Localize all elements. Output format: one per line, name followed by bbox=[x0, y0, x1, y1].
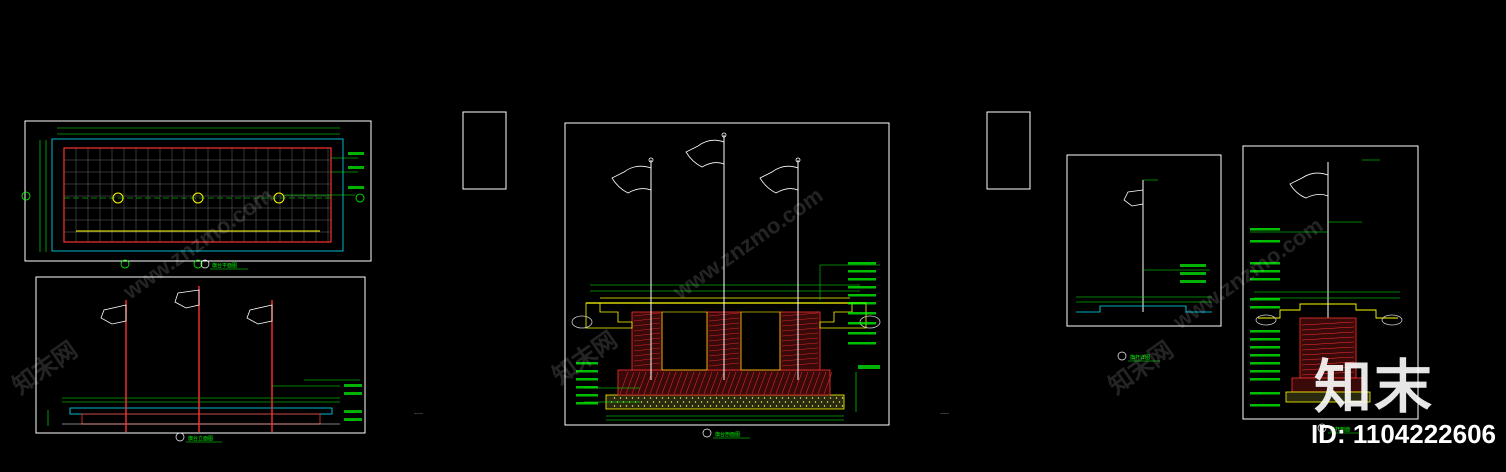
sheet-title: 旗杆剖面 bbox=[1330, 426, 1350, 433]
sheet-flagpole-detail-small: 旗杆详图 bbox=[1066, 154, 1222, 362]
sheet-title: 旗台剖面图 bbox=[715, 431, 740, 438]
sheet-frame bbox=[24, 120, 372, 262]
title-block-frame bbox=[462, 111, 507, 190]
sheet-section-large: 旗台剖面图 bbox=[564, 122, 890, 439]
sheet-plan: 旗台平面图 bbox=[21, 120, 372, 270]
sheet-frame bbox=[1066, 154, 1222, 327]
sheet-title: 旗台平面图 bbox=[212, 262, 237, 269]
watermark-id: ID: 1104222606 bbox=[1310, 419, 1496, 449]
sheet-title-bubble bbox=[175, 432, 185, 442]
sheet-title: 旗杆详图 bbox=[1130, 354, 1150, 361]
watermark-logo: 知末 bbox=[1314, 353, 1435, 421]
sheet-title-bubble bbox=[1117, 351, 1127, 361]
svg-text:———: ——— bbox=[940, 411, 949, 415]
sheet-title-bubble bbox=[702, 428, 712, 438]
sheet-title: 旗台立面图 bbox=[188, 435, 213, 442]
sheet-title-bubble bbox=[1317, 423, 1327, 433]
sheet-title-bubble bbox=[200, 259, 210, 269]
sheet-frame bbox=[35, 276, 366, 434]
sheet-elevation: 旗台立面图 bbox=[35, 276, 366, 443]
sheet-flagpole-detail-section: 旗杆剖面 bbox=[1242, 145, 1419, 434]
svg-text:———: ——— bbox=[414, 411, 423, 415]
title-block-frame bbox=[986, 111, 1031, 190]
sheet-frame bbox=[1242, 145, 1419, 420]
sheet-frame bbox=[564, 122, 890, 426]
